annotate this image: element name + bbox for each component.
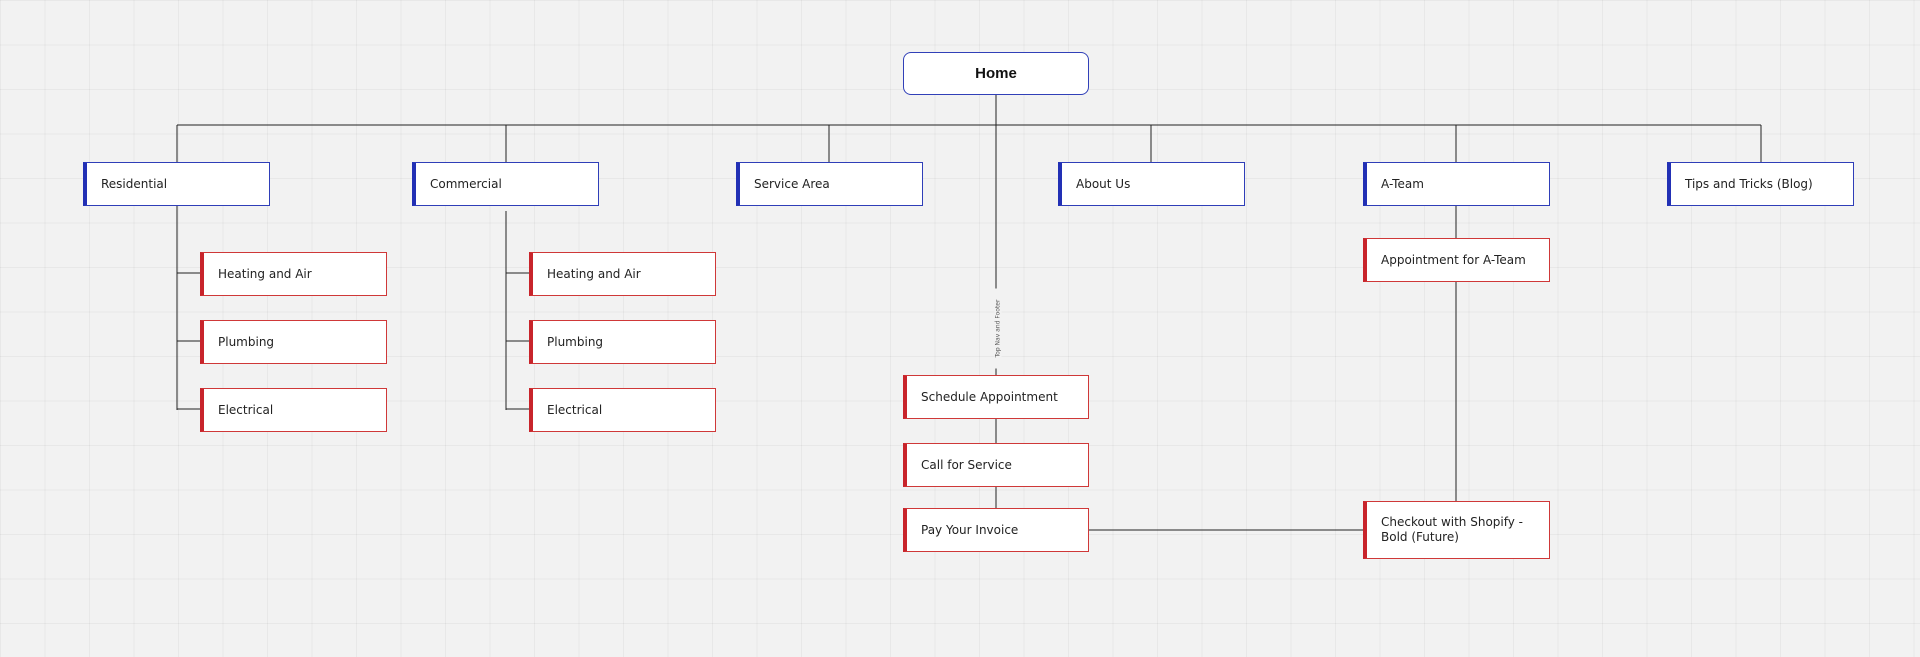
node-pay-your-invoice[interactable]: Pay Your Invoice	[903, 508, 1089, 552]
node-residential-heating-and-air[interactable]: Heating and Air	[200, 252, 387, 296]
edge-label-top-nav: Top Nav and Footer	[994, 288, 1002, 369]
node-residential-electrical[interactable]: Electrical	[200, 388, 387, 432]
node-residential[interactable]: Residential	[83, 162, 270, 206]
node-commercial-heating-and-air[interactable]: Heating and Air	[529, 252, 716, 296]
connector-residential-children	[176, 206, 201, 410]
connector-commercial-children	[505, 211, 530, 410]
node-commercial-plumbing[interactable]: Plumbing	[529, 320, 716, 364]
node-residential-plumbing[interactable]: Plumbing	[200, 320, 387, 364]
node-about-us[interactable]: About Us	[1058, 162, 1245, 206]
node-service-area[interactable]: Service Area	[736, 162, 923, 206]
node-commercial-electrical[interactable]: Electrical	[529, 388, 716, 432]
node-tips-and-tricks[interactable]: Tips and Tricks (Blog)	[1667, 162, 1854, 206]
node-schedule-appointment[interactable]: Schedule Appointment	[903, 375, 1089, 419]
node-checkout-with-shopify[interactable]: Checkout with Shopify - Bold (Future)	[1363, 501, 1550, 559]
node-call-for-service[interactable]: Call for Service	[903, 443, 1089, 487]
node-commercial[interactable]: Commercial	[412, 162, 599, 206]
node-a-team[interactable]: A-Team	[1363, 162, 1550, 206]
node-appointment-for-a-team[interactable]: Appointment for A-Team	[1363, 238, 1550, 282]
node-home[interactable]: Home	[903, 52, 1089, 95]
